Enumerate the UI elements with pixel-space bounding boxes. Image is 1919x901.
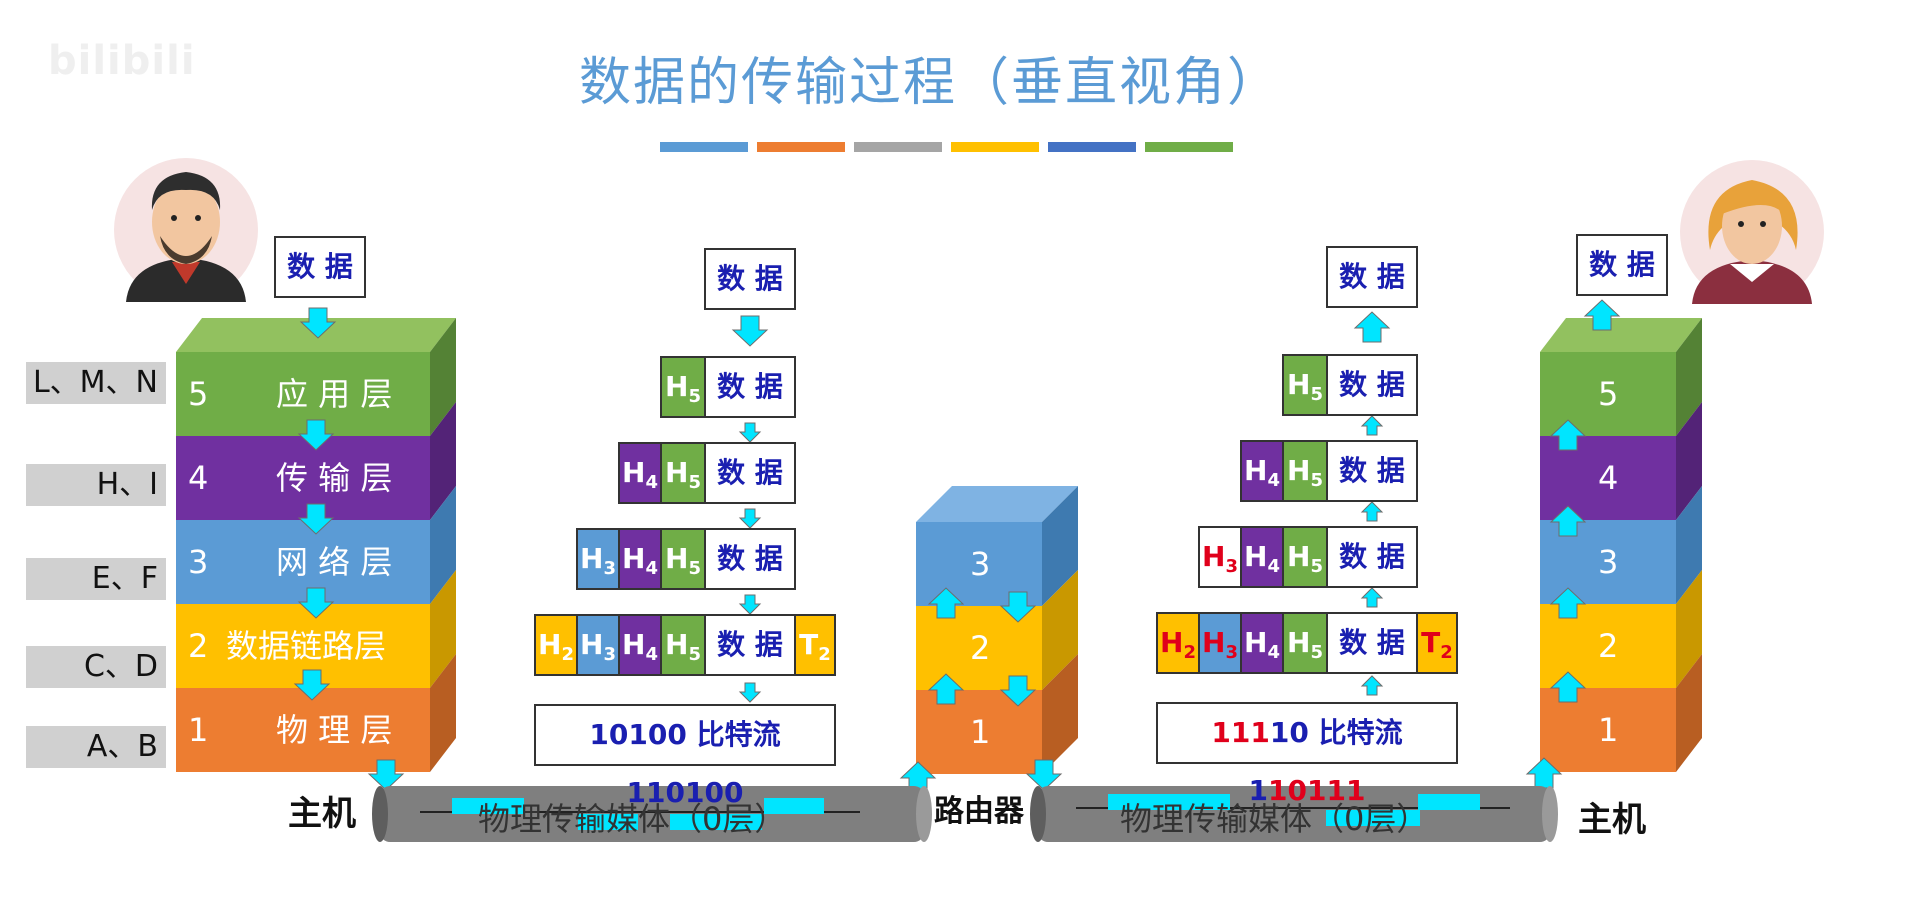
encap-left-h5: H5	[660, 528, 706, 590]
right-layer-5: 5	[1598, 375, 1619, 413]
encap-left-h4: H4	[618, 442, 662, 504]
encap-right-h4: H4	[1240, 526, 1284, 588]
encap-left-bitstream: 10100 比特流 110100	[534, 704, 836, 809]
side-label-ab: A、B	[26, 726, 166, 768]
side-label-hi: H、I	[26, 464, 166, 506]
left-layer-2-name: 数据链路层	[226, 627, 387, 665]
right-host-label: 主机	[1578, 800, 1646, 840]
encap-left-h5: H5	[660, 442, 706, 504]
side-label-cd: C、D	[26, 646, 166, 688]
left-host-data-box: 数 据	[274, 236, 366, 298]
left-layer-1-name: 物 理 层	[276, 711, 393, 749]
encap-left-data-top: 数 据	[704, 248, 796, 310]
woman-avatar	[1680, 160, 1824, 304]
encap-right-h5: H5	[1282, 354, 1328, 416]
side-label-ef: E、F	[26, 558, 166, 600]
encap-left-h4: H4	[618, 614, 662, 676]
left-layer-1-num: 1	[188, 711, 209, 749]
left-host-label: 主机	[288, 794, 356, 834]
color-bar-segment	[951, 142, 1039, 152]
router-layer-1: 1	[970, 713, 991, 751]
encap-right-h5: H5	[1282, 526, 1328, 588]
left-pipe-label: 物理传输媒体（0层）	[478, 800, 787, 838]
man-avatar	[114, 158, 258, 302]
left-layer-3-name: 网 络 层	[276, 543, 393, 581]
right-host-stack	[1540, 318, 1702, 772]
color-bar-segment	[1145, 142, 1233, 152]
left-layer-2-num: 2	[188, 627, 209, 665]
encap-left-data-5: 数 据	[704, 356, 796, 418]
watermark: bilibili	[48, 38, 196, 84]
right-pipe-label: 物理传输媒体（0层）	[1120, 800, 1429, 838]
router-layer-2: 2	[970, 629, 991, 667]
color-bar-segment	[660, 142, 748, 152]
router-layer-3: 3	[970, 545, 991, 583]
encap-right-bitstream: 11110 比特流 110111	[1156, 702, 1458, 807]
encap-left-t2: T2	[794, 614, 836, 676]
encap-left-h4: H4	[618, 528, 662, 590]
encap-right-data-3: 数 据	[1326, 526, 1418, 588]
encap-left-data-3: 数 据	[704, 528, 796, 590]
encap-right-h2: H2	[1156, 612, 1200, 674]
left-layer-4-name: 传 输 层	[276, 459, 393, 497]
left-layer-4-num: 4	[188, 459, 209, 497]
encap-right-h4: H4	[1240, 612, 1284, 674]
encap-left-data-2: 数 据	[704, 614, 796, 676]
encap-right-h3: H3	[1198, 612, 1242, 674]
encap-right-h4: H4	[1240, 440, 1284, 502]
left-layer-3-num: 3	[188, 543, 209, 581]
encap-left-h3: H3	[576, 614, 620, 676]
router-label: 路由器	[934, 794, 1024, 829]
side-label-lmn: L、M、N	[26, 362, 166, 404]
encap-left-h2: H2	[534, 614, 578, 676]
encap-right-h3: H3	[1198, 526, 1242, 588]
right-layer-3: 3	[1598, 543, 1619, 581]
router-stack	[916, 486, 1078, 774]
right-host-data-box: 数 据	[1576, 234, 1668, 296]
left-layer-5-name: 应 用 层	[276, 375, 393, 413]
left-pipe	[372, 786, 932, 842]
encap-left-data-4: 数 据	[704, 442, 796, 504]
encap-right-data-2: 数 据	[1326, 612, 1418, 674]
encap-left-h3: H3	[576, 528, 620, 590]
encap-right-data-top: 数 据	[1326, 246, 1418, 308]
encap-right-t2: T2	[1416, 612, 1458, 674]
color-bar	[660, 142, 1235, 152]
right-pipe	[1030, 786, 1558, 842]
page-title: 数据的传输过程（垂直视角）	[578, 53, 1281, 113]
encap-left-h5: H5	[660, 614, 706, 676]
color-bar-segment	[854, 142, 942, 152]
encap-right-h5: H5	[1282, 612, 1328, 674]
encap-left-h5: H5	[660, 356, 706, 418]
color-bar-segment	[1048, 142, 1136, 152]
left-layer-5-num: 5	[188, 375, 209, 413]
right-layer-2: 2	[1598, 627, 1619, 665]
right-layer-1: 1	[1598, 711, 1619, 749]
color-bar-segment	[757, 142, 845, 152]
encap-right-h5: H5	[1282, 440, 1328, 502]
encap-right-data-4: 数 据	[1326, 440, 1418, 502]
encap-right-data-5: 数 据	[1326, 354, 1418, 416]
right-layer-4: 4	[1598, 459, 1619, 497]
